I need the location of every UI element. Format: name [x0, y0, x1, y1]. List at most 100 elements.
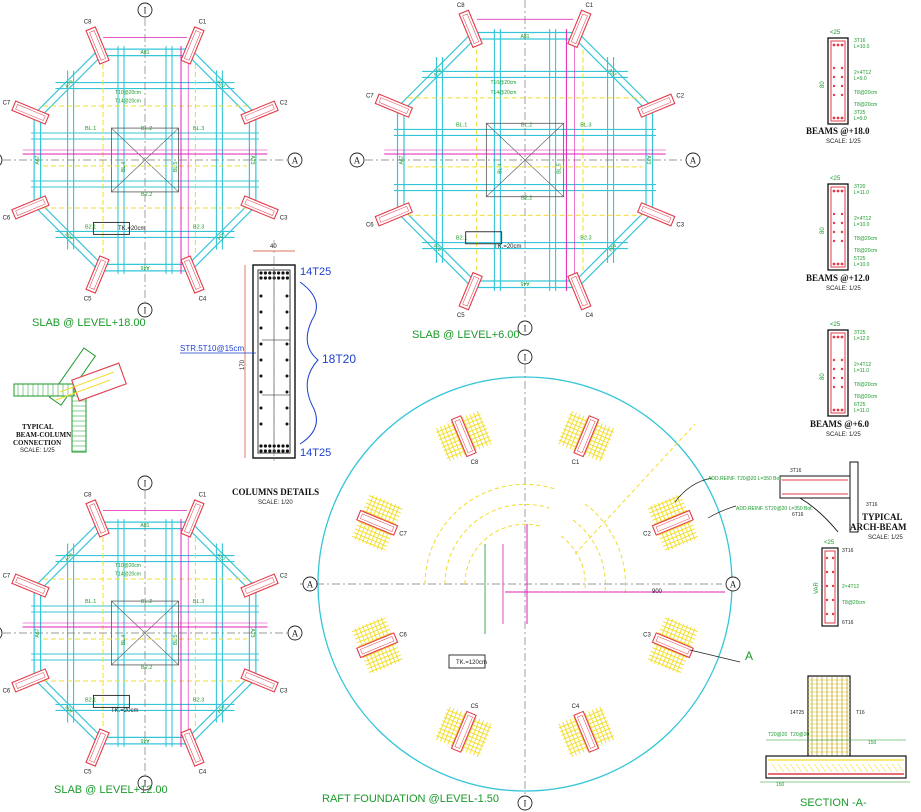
beam-side-bar	[832, 376, 836, 380]
beam-top-label: 3T16	[854, 38, 866, 44]
pad-rebar	[562, 412, 577, 447]
rebar-arc	[444, 503, 550, 585]
beam-bottom-len: L=11.0	[854, 408, 869, 414]
beam-top-bar	[832, 189, 836, 193]
arch-beam-label: A12	[215, 79, 226, 90]
pad-rebar	[367, 498, 401, 514]
column-c7	[11, 573, 50, 598]
section-label-3: 14T25	[790, 710, 804, 716]
pad-rebar	[450, 712, 466, 747]
beam-stir-label: T8@20cm	[854, 236, 877, 242]
section-label-6: 150	[776, 782, 785, 788]
pad-rebar	[662, 621, 697, 636]
section-raft-rebar	[867, 763, 875, 773]
thickness-box	[465, 231, 503, 245]
pad-rebar	[595, 426, 611, 460]
column-c4	[180, 255, 205, 294]
arch-sec-mid: 2×4T12	[842, 584, 859, 590]
column-label: C8	[84, 492, 92, 498]
beam-height-dim: 80	[820, 227, 826, 234]
pad-rebar	[353, 532, 388, 547]
column-core	[244, 672, 275, 689]
rebar-arc	[560, 535, 586, 591]
pad-rebar	[558, 723, 574, 758]
section-raft-rebar	[819, 763, 827, 773]
column-bar-side	[259, 374, 263, 378]
column-core	[184, 503, 201, 534]
raft-column-body	[356, 509, 399, 536]
section-label-2: T20@20	[790, 732, 809, 738]
section-raft-rebar	[801, 763, 809, 773]
column-bar-top	[263, 276, 267, 280]
section-cut-line	[689, 649, 741, 663]
pad-rebar	[351, 535, 386, 551]
column-core	[244, 104, 275, 121]
pad-rebar	[658, 521, 692, 536]
raft-column-body	[356, 632, 399, 659]
pad-rebar	[436, 427, 451, 462]
column-label: C5	[457, 313, 465, 319]
pad-rebar	[584, 712, 600, 747]
pad-rebar	[356, 628, 391, 644]
beam-top-bar	[840, 335, 844, 339]
section-raft-rebar	[843, 763, 851, 773]
axis-bubble-bottom	[517, 795, 533, 811]
raft-column-core	[360, 513, 395, 532]
beam-stir-label: T8@20cm	[854, 248, 877, 254]
raft-column-body	[651, 632, 694, 659]
arch-section-bar	[831, 570, 835, 574]
section-raft-rebar	[789, 763, 797, 773]
axis-bubble-right	[287, 152, 303, 168]
beam-side-bar	[840, 239, 844, 243]
column-label: C8	[84, 19, 92, 25]
column-bar-top	[268, 276, 272, 280]
arch-beam-elevation	[779, 475, 851, 499]
beam-top-bar	[832, 335, 836, 339]
pad-rebar	[356, 524, 391, 540]
column-label: C5	[84, 297, 92, 303]
column-core	[641, 205, 672, 223]
axis-bubble-left	[349, 152, 365, 168]
arch-beam-label: A56	[64, 703, 75, 714]
beam-section-6-title: BEAMS @+6.0	[810, 419, 870, 429]
axis-bubble-left-label: A	[307, 580, 314, 590]
beam-label: B2.2	[521, 196, 532, 202]
raft-title: RAFT FOUNDATION @LEVEL-1.50	[322, 793, 499, 805]
column-bar-side	[285, 390, 289, 394]
column-label: C8	[457, 3, 465, 9]
arch-beam-label: A34	[215, 230, 226, 241]
column-bar-top	[281, 276, 285, 280]
column-label: C2	[280, 101, 288, 107]
bc-rebar-yellow	[59, 371, 115, 393]
arch-section-bar	[825, 556, 829, 560]
raft-dim: 900	[652, 589, 663, 595]
pad-rebar	[649, 498, 683, 514]
beam-side-bar	[832, 66, 836, 70]
section-raft-rebar	[825, 763, 833, 773]
pad-rebar	[469, 720, 485, 754]
beam-top-bar	[836, 335, 840, 339]
beam-width-dim: <25	[830, 30, 841, 36]
beam-label: BL.1	[85, 126, 96, 132]
column-label: C6	[3, 688, 11, 694]
bc-connection	[13, 347, 127, 453]
beam-stirrup	[830, 40, 846, 122]
beam-bottom-label: 6T25	[854, 402, 866, 408]
beam-top-bar	[832, 43, 836, 47]
rebar-label: T10@20cm	[115, 90, 141, 96]
beam-stir-label: T8@20cm	[854, 394, 877, 400]
column-core	[15, 104, 46, 121]
column-bar-top	[277, 271, 281, 275]
pad-rebar	[368, 495, 403, 510]
beam-height-dim: 80	[820, 373, 826, 380]
column-label: C6	[366, 222, 374, 228]
column-label: C7	[366, 94, 374, 100]
pad-rebar	[565, 720, 581, 754]
column-c6	[11, 195, 50, 220]
beam-top-bar	[840, 189, 844, 193]
pad-rebar	[365, 502, 400, 518]
slab-6-title: SLAB @ LEVEL+6.00	[412, 329, 520, 341]
axis-bubble-left-label: A	[354, 156, 361, 166]
arch-sec-bottom: 6T16	[842, 620, 854, 626]
